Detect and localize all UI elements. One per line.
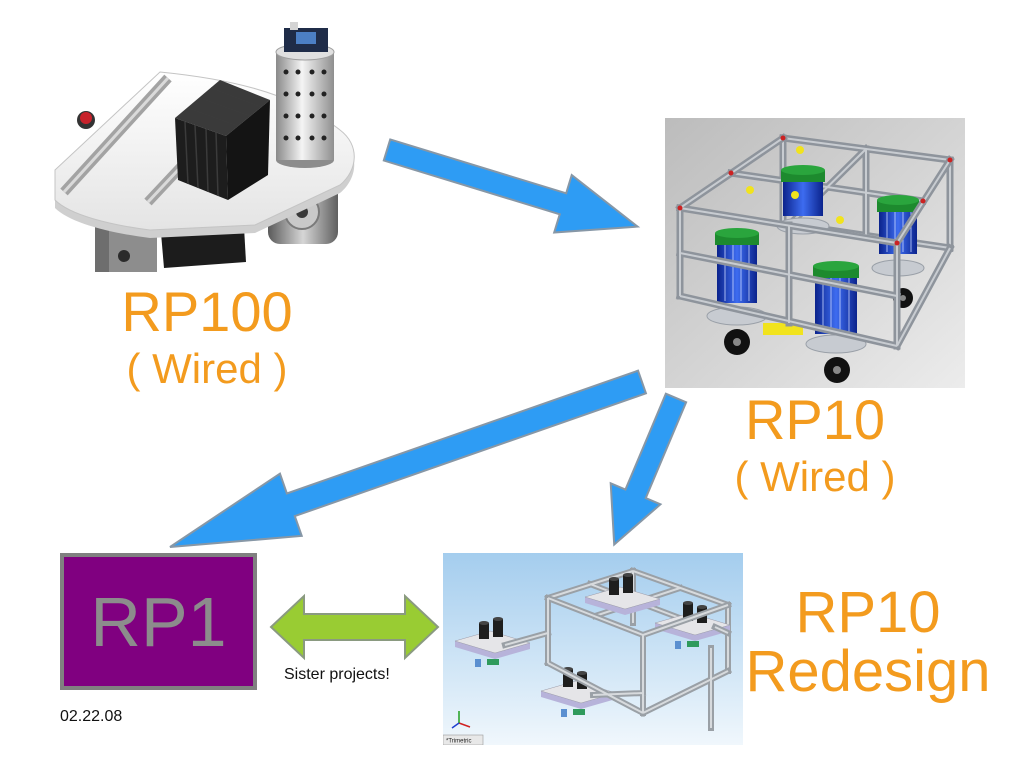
double-arrow-icon: [269, 593, 440, 661]
drive-module: [454, 617, 531, 667]
yellow-brackets: [746, 146, 844, 335]
rp10-subtitle: ( Wired ): [734, 453, 896, 500]
axis-triad-icon: [451, 711, 471, 729]
sister-projects-label: Sister projects!: [284, 666, 390, 683]
controller-board: [284, 22, 328, 52]
battery-block: [175, 80, 270, 200]
arrow-rp100-to-rp10: [382, 138, 641, 234]
arrow-rp10-to-redesign: [609, 392, 688, 547]
rp100-subtitle: ( Wired ): [126, 345, 288, 392]
rp1-box: RP1: [60, 553, 257, 690]
rp10-title: RP10: [744, 388, 886, 451]
date-label: 02.22.08: [60, 708, 123, 725]
view-orientation-tab: *Trimetric: [443, 734, 484, 745]
sensor-cylinder: [275, 43, 335, 168]
motor: [781, 165, 825, 216]
drive-module: [584, 573, 661, 615]
rp10-redesign-cad-render: *Trimetric: [443, 553, 743, 745]
rp100-title: RP100: [121, 280, 293, 343]
frame-joints: [677, 135, 953, 246]
motor: [813, 261, 859, 334]
view-orientation-label: *Trimetric: [446, 739, 471, 745]
redesign-subtitle: Redesign: [745, 639, 991, 704]
rp100-robot-photo: [54, 22, 355, 272]
rp10-cad-render: [665, 118, 965, 388]
redesign-title: RP10: [795, 580, 941, 645]
emergency-stop-button: [77, 111, 95, 129]
rp1-label: RP1: [90, 582, 227, 661]
motor: [715, 228, 759, 303]
